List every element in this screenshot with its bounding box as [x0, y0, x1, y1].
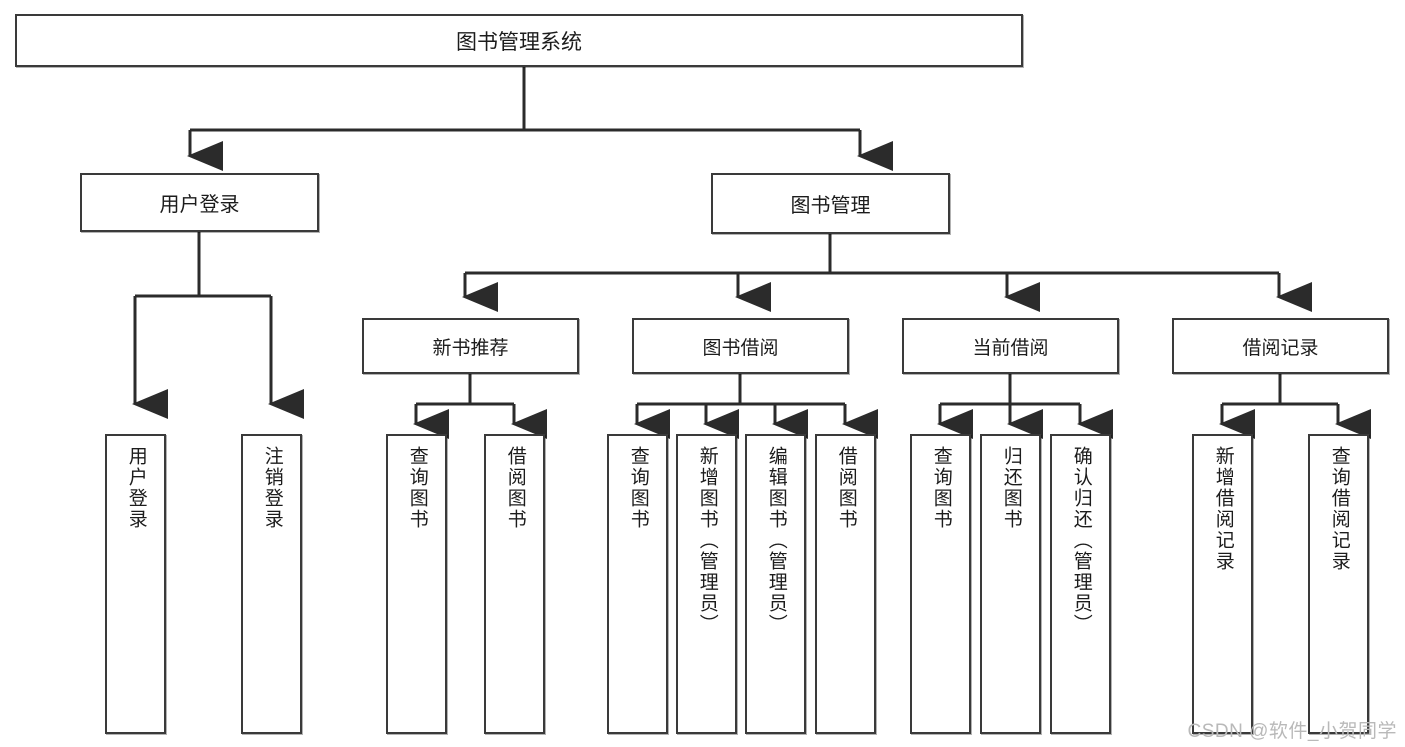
- node-label: 编辑图书（管理员）: [765, 446, 787, 635]
- node-current-borrow[interactable]: 当前借阅: [902, 318, 1119, 374]
- node-label: 图书借阅: [702, 337, 779, 359]
- node-book-management-system[interactable]: 图书管理系统: [15, 14, 1023, 67]
- node-label: 借阅图书: [504, 446, 526, 530]
- node-label: 用户登录: [125, 446, 147, 530]
- leaf-logout-login[interactable]: 注销登录: [241, 434, 302, 734]
- node-book-manage[interactable]: 图书管理: [711, 173, 950, 234]
- node-book-borrow[interactable]: 图书借阅: [632, 318, 849, 374]
- node-label: 查询图书: [627, 446, 649, 530]
- node-label: 归还图书: [1000, 446, 1022, 530]
- leaf-add-borrow-record[interactable]: 新增借阅记录: [1192, 434, 1253, 734]
- node-label: 查询借阅记录: [1328, 446, 1350, 572]
- node-label: 新增图书（管理员）: [696, 446, 718, 635]
- node-label: 图书管理系统: [456, 30, 582, 54]
- node-label: 图书管理: [790, 195, 871, 217]
- leaf-query-book-2[interactable]: 查询图书: [607, 434, 668, 734]
- node-user-login[interactable]: 用户登录: [80, 173, 319, 232]
- node-label: 查询图书: [930, 446, 952, 530]
- node-label: 借阅图书: [835, 446, 857, 530]
- leaf-user-login[interactable]: 用户登录: [105, 434, 166, 734]
- node-label: 确认归还（管理员）: [1070, 446, 1092, 635]
- leaf-edit-book-admin[interactable]: 编辑图书（管理员）: [745, 434, 806, 734]
- node-borrow-record[interactable]: 借阅记录: [1172, 318, 1389, 374]
- leaf-borrow-book-1[interactable]: 借阅图书: [484, 434, 545, 734]
- node-label: 借阅记录: [1242, 337, 1319, 359]
- leaf-query-book-1[interactable]: 查询图书: [386, 434, 447, 734]
- node-label: 当前借阅: [972, 337, 1049, 359]
- csdn-watermark: CSDN @软件_小贺同学: [1187, 721, 1397, 742]
- leaf-add-book-admin[interactable]: 新增图书（管理员）: [676, 434, 737, 734]
- leaf-borrow-book-2[interactable]: 借阅图书: [815, 434, 876, 734]
- node-label: 查询图书: [406, 446, 428, 530]
- node-label: 新书推荐: [432, 337, 509, 359]
- leaf-query-book-3[interactable]: 查询图书: [910, 434, 971, 734]
- leaf-query-borrow-record[interactable]: 查询借阅记录: [1308, 434, 1369, 734]
- node-label: 新增借阅记录: [1212, 446, 1234, 572]
- node-label: 用户登录: [159, 194, 240, 216]
- leaf-return-book[interactable]: 归还图书: [980, 434, 1041, 734]
- node-label: 注销登录: [261, 446, 283, 530]
- leaf-confirm-return-admin[interactable]: 确认归还（管理员）: [1050, 434, 1111, 734]
- node-new-book-recommend[interactable]: 新书推荐: [362, 318, 579, 374]
